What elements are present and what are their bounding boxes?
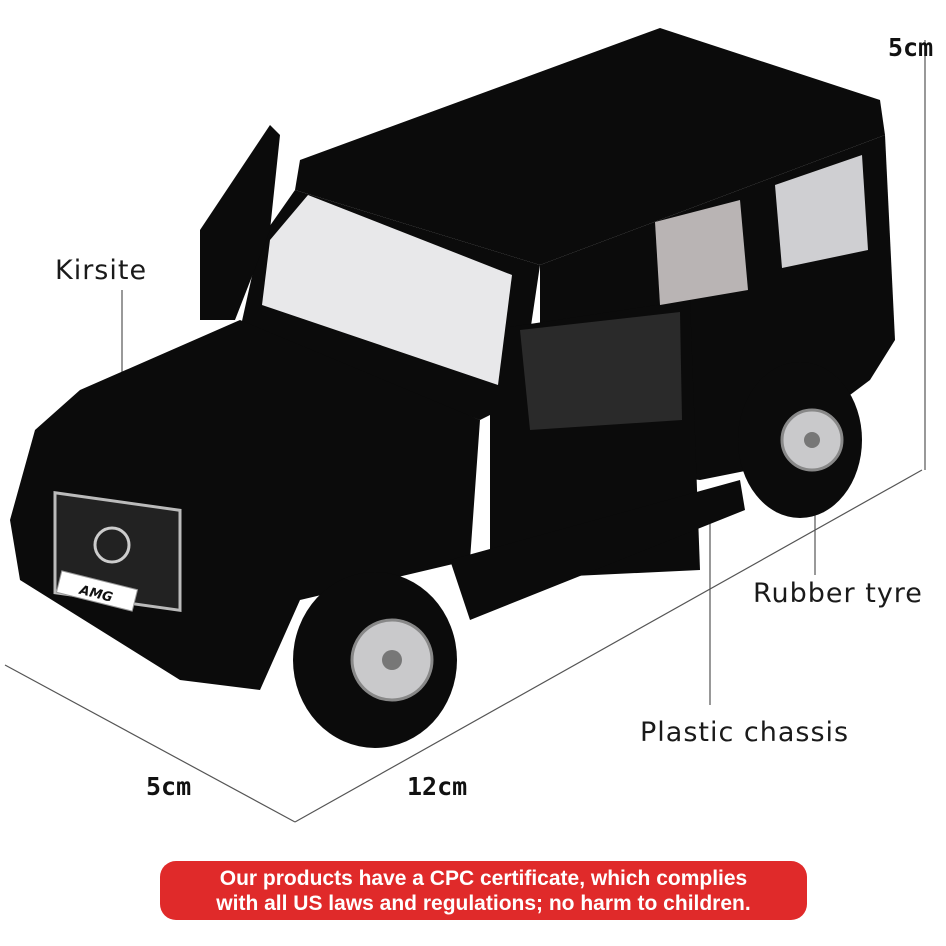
dimension-height: 5cm (888, 33, 934, 62)
label-rubber-tyre: Rubber tyre (753, 578, 923, 609)
dimension-length: 12cm (407, 772, 468, 801)
banner-line-2: with all US laws and regulations; no har… (216, 892, 751, 915)
label-kirsite: Kirsite (55, 255, 148, 286)
dimension-width: 5cm (146, 772, 192, 801)
side-window (655, 200, 748, 305)
windshield (262, 195, 512, 385)
banner-line-1: Our products have a CPC certificate, whi… (219, 867, 748, 890)
toy-car (10, 28, 895, 748)
cpc-certificate-banner: Our products have a CPC certificate, whi… (160, 861, 807, 920)
door-window (520, 312, 682, 430)
dimension-lines (4, 40, 926, 823)
mercedes-logo (93, 526, 131, 564)
label-plastic-chassis: Plastic chassis (640, 717, 850, 748)
rear-window (775, 155, 868, 268)
amg-plate (55, 570, 139, 612)
